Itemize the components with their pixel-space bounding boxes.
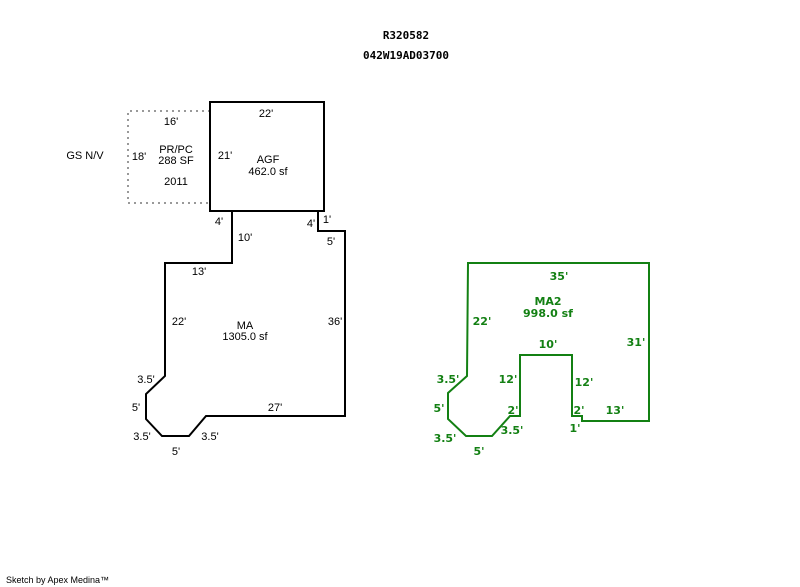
ma2-code: MA2 bbox=[534, 295, 561, 308]
agf-code: AGF bbox=[257, 154, 280, 166]
ma-dim-3-5-c: 3.5' bbox=[201, 431, 218, 443]
agf-dim-top: 22' bbox=[259, 108, 273, 120]
ma2-dim-31: 31' bbox=[627, 336, 646, 349]
ma-code: MA bbox=[237, 320, 254, 332]
parcel-id: R320582 bbox=[383, 29, 429, 42]
ma2-dim-2-left: 2' bbox=[507, 404, 518, 417]
porch-code: PR/PC bbox=[159, 144, 193, 156]
ma-dim-22: 22' bbox=[172, 316, 186, 328]
ma2-dim-1: 1' bbox=[569, 422, 580, 435]
ma-dim-5-b: 5' bbox=[172, 446, 180, 458]
ma-area: 10' 13' 22' 3.5' 5' 3.5' 5' 3.5' 27' 36'… bbox=[132, 211, 346, 458]
porch-area: 16' 18' PR/PC 288 SF 2011 bbox=[127, 110, 210, 204]
ma2-dim-3-5-b: 3.5' bbox=[434, 432, 457, 445]
ma2-dim-3-5-c: 3.5' bbox=[501, 424, 524, 437]
agf-dim-bottom-left: 4' bbox=[215, 216, 223, 228]
ma2-area: 35' MA2 998.0 sf 22' 10' 31' 12' 12' 3.5… bbox=[433, 262, 650, 458]
porch-area-value: 288 SF bbox=[158, 155, 194, 167]
ma-dim-10: 10' bbox=[238, 232, 252, 244]
ma2-dim-22: 22' bbox=[473, 315, 492, 328]
ma-dim-36: 36' bbox=[328, 316, 342, 328]
porch-dim-left: 18' bbox=[132, 151, 146, 163]
agf-area-value: 462.0 sf bbox=[248, 166, 288, 178]
ma-dim-5-a: 5' bbox=[132, 402, 140, 414]
ma2-dim-3-5-a: 3.5' bbox=[437, 373, 460, 386]
ma-dim-3-5-a: 3.5' bbox=[137, 374, 154, 386]
agf-outline bbox=[209, 101, 325, 212]
ma2-area-value: 998.0 sf bbox=[523, 307, 573, 320]
ma2-dim-2-right: 2' bbox=[573, 404, 584, 417]
ma2-dim-5-b: 5' bbox=[473, 445, 484, 458]
ma-dim-3-5-b: 3.5' bbox=[133, 431, 150, 443]
ma2-outline bbox=[447, 262, 650, 437]
sketch-credit: Sketch by Apex Medina™ bbox=[6, 575, 109, 585]
porch-dim-top: 16' bbox=[164, 116, 178, 128]
ma-dim-1: 1' bbox=[323, 214, 331, 226]
ma-dim-13: 13' bbox=[192, 266, 206, 278]
ma-dim-5-c: 5' bbox=[327, 236, 335, 248]
ma-dim-27: 27' bbox=[268, 402, 282, 414]
ma2-dim-5-a: 5' bbox=[433, 402, 444, 415]
ma2-dim-13: 13' bbox=[606, 404, 625, 417]
ma2-dim-10: 10' bbox=[539, 338, 558, 351]
ma2-dim-35: 35' bbox=[550, 270, 569, 283]
ma2-dim-12-right: 12' bbox=[575, 376, 594, 389]
agf-dim-bottom-right: 4' bbox=[307, 218, 315, 230]
porch-year: 2011 bbox=[164, 176, 188, 188]
map-number: 042W19AD03700 bbox=[363, 49, 449, 62]
ma2-dim-12-left: 12' bbox=[499, 373, 518, 386]
porch-outline bbox=[127, 110, 210, 204]
gs-note: GS N/V bbox=[66, 150, 104, 162]
agf-dim-left: 21' bbox=[218, 150, 232, 162]
agf-area: 22' 21' AGF 462.0 sf 4' 4' bbox=[209, 101, 325, 230]
ma-area-value: 1305.0 sf bbox=[222, 331, 268, 343]
ma-outline bbox=[145, 211, 346, 437]
